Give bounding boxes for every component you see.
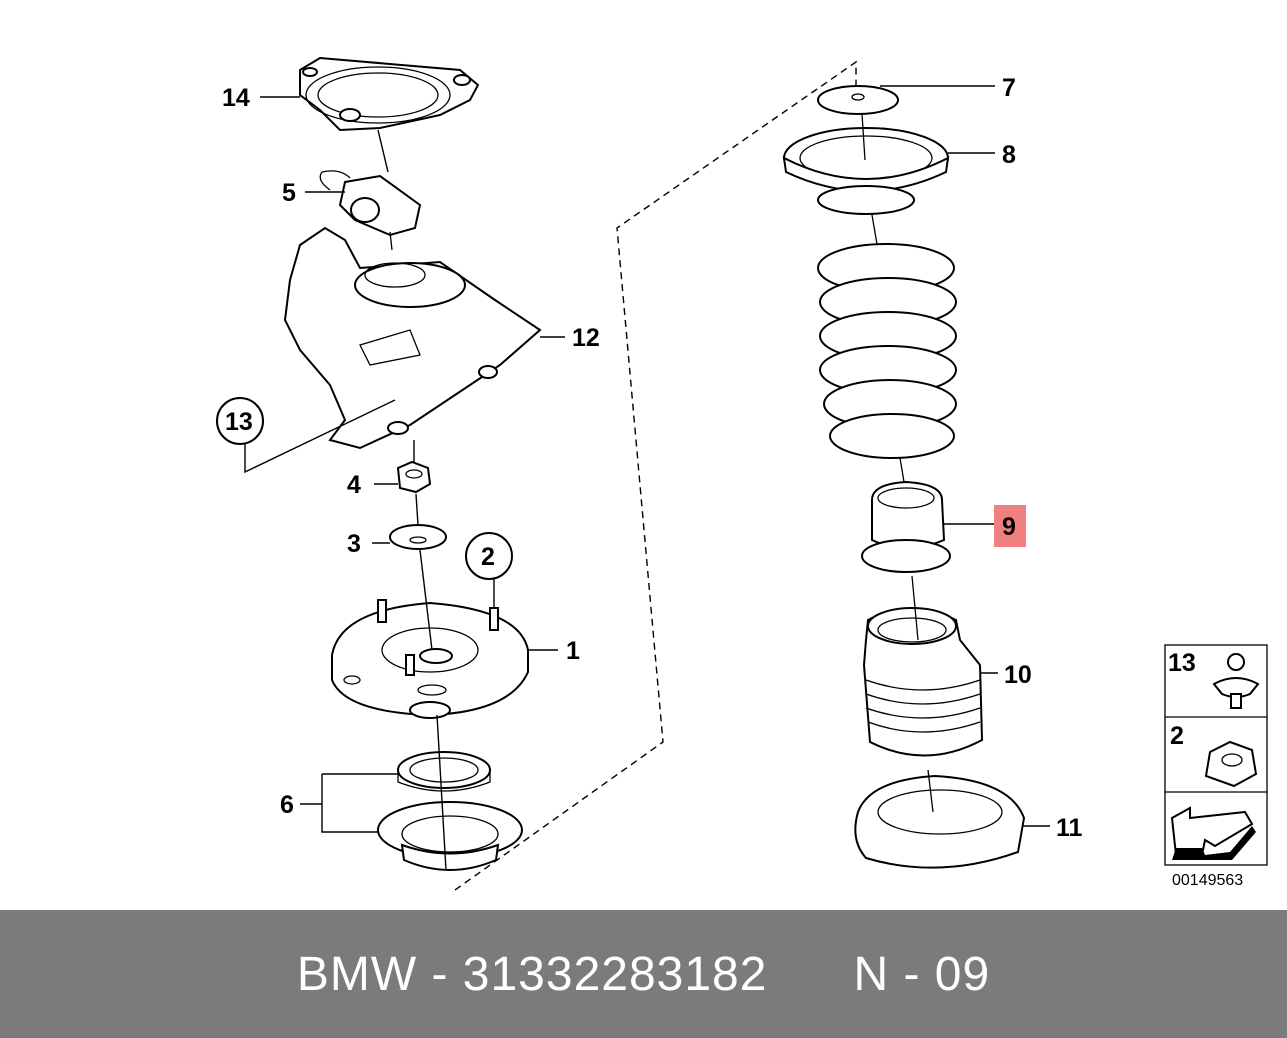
part-5-sensor xyxy=(319,170,422,251)
footer-part-number: 31332283182 xyxy=(462,947,768,1001)
label-8: 8 xyxy=(1002,141,1016,169)
label-1: 1 xyxy=(566,637,580,665)
footer-brand: BMW xyxy=(296,947,418,1001)
legend-box xyxy=(1164,644,1268,866)
legend-bolt-icon xyxy=(1212,653,1260,709)
label-7: 7 xyxy=(1002,74,1016,102)
part-7-cap xyxy=(817,85,899,115)
part-6-bearing xyxy=(397,751,491,792)
part-10-dust-boot xyxy=(862,575,984,757)
label-11: 11 xyxy=(1056,814,1083,842)
footer-position: N - 09 xyxy=(853,947,991,1001)
label-4: 4 xyxy=(347,471,361,499)
part-11-lower-pad xyxy=(854,769,1026,869)
part-12-strut-tower xyxy=(283,226,542,450)
footer-bar: BMW - 31332283182 N - 09 xyxy=(0,910,1287,1038)
part-3-washer xyxy=(389,524,447,550)
label-2-callout xyxy=(465,532,513,580)
part-4-nut xyxy=(396,460,432,494)
coil-spring xyxy=(817,214,957,489)
label-9: 9 xyxy=(1002,513,1016,541)
part-8-upper-seat xyxy=(782,113,950,215)
label-2: 2 xyxy=(481,543,495,571)
label-13: 13 xyxy=(225,408,253,436)
part-14-mount-ring xyxy=(299,56,480,132)
label-9-highlight xyxy=(994,505,1026,547)
legend-nut-icon xyxy=(1204,740,1258,788)
part-9-bump-stop xyxy=(861,480,951,573)
part-1-top-mount xyxy=(331,599,529,719)
footer-gap xyxy=(767,947,853,1002)
part-6-spring-seat xyxy=(377,801,523,871)
label-6: 6 xyxy=(280,791,294,819)
legend-label-13: 13 xyxy=(1168,649,1196,677)
label-3: 3 xyxy=(347,530,361,558)
legend-arrow-icon xyxy=(1170,806,1256,860)
label-14: 14 xyxy=(222,84,250,112)
drawing-number: 00149563 xyxy=(1172,872,1243,889)
legend-label-2: 2 xyxy=(1170,722,1184,750)
label-5: 5 xyxy=(282,179,296,207)
label-12: 12 xyxy=(572,324,600,352)
label-13-callout xyxy=(216,397,264,445)
footer-separator: - xyxy=(417,947,463,1001)
parts-diagram: 14 5 12 13 4 3 2 xyxy=(216,56,1268,891)
label-10: 10 xyxy=(1004,661,1032,689)
